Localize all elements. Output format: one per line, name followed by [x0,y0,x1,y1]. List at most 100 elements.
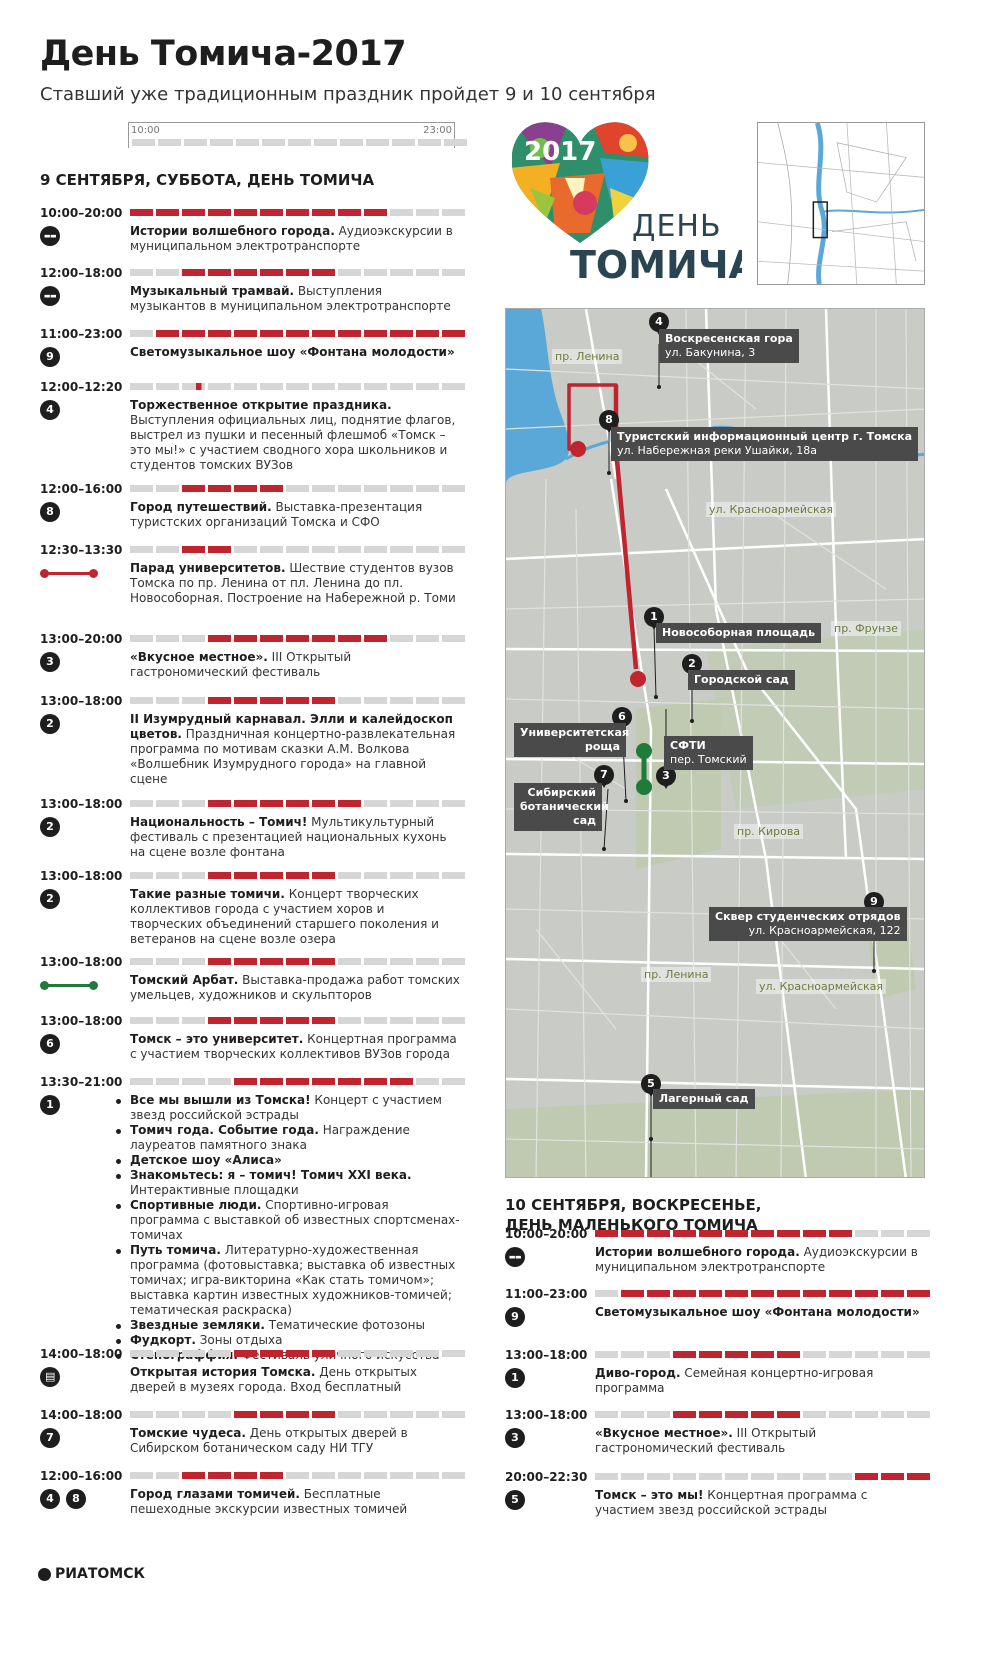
map-place-label: Сибирский ботанический сад [514,783,609,831]
event-time: 10:00–20:00 [505,1227,588,1241]
event-list-item: Томич года. Событие года. Награждение ла… [116,1123,460,1153]
event-description: Торжественное открытие праздника. Выступ… [130,398,456,472]
day1-title: 9 СЕНТЯБРЯ, СУББОТА, ДЕНЬ ТОМИЧА [40,171,375,189]
time-slot [416,958,439,965]
time-slot-active [777,1351,800,1358]
location-marker: 8 [40,502,60,522]
map-pin-3[interactable]: 3 [656,766,676,789]
time-slot-active [208,546,231,553]
time-slot-active [208,800,231,807]
event-description: Парад университетов. Шествие студентов в… [130,561,456,605]
event-icons: 8 [40,502,60,522]
event-description: Томск – это университет. Концертная прог… [130,1032,457,1061]
time-slot [364,269,387,276]
time-slot-active [390,330,413,337]
time-bar [130,872,465,879]
time-slot [442,1472,465,1479]
time-slot [364,958,387,965]
map-pin-1[interactable]: 1 [644,607,664,630]
logo-year: 2017 [524,137,596,167]
time-bar [130,1411,465,1418]
time-slot [260,383,283,390]
event-time: 13:00–18:00 [40,869,123,883]
time-slot-active [286,269,309,276]
event-list-item: Путь томича. Литературно-художественная … [116,1243,460,1318]
time-slot [803,1473,826,1480]
time-slot-active [699,1411,722,1418]
time-slot-active [234,800,257,807]
time-slot [312,1472,335,1479]
location-marker: 1 [505,1368,525,1388]
time-slot [156,383,179,390]
event-description: Город глазами томичей. Бесплатные пешехо… [130,1487,408,1516]
time-slot [156,958,179,965]
time-slot [130,546,153,553]
time-slot-active [260,958,283,965]
time-slot-active [234,1472,257,1479]
time-slot-active [595,1230,618,1237]
time-slot-active [312,1078,335,1085]
event-icons: 2 [40,714,60,734]
map-place-label: Университетская роща [514,723,629,757]
event-icons: ▬▬ [40,226,60,246]
time-slot-active [621,1230,644,1237]
map-pin-8[interactable]: 8 [599,410,619,433]
time-slot-active [208,872,231,879]
time-slot [130,1350,153,1357]
time-slot [182,697,205,704]
time-slot [416,697,439,704]
time-slot-active [312,1017,335,1024]
time-slot [314,139,337,146]
time-bar [130,1350,465,1357]
time-slot [130,1078,153,1085]
bus-icon: ▬▬ [40,286,60,306]
time-slot [647,1411,670,1418]
time-slot-active [881,1473,904,1480]
time-slot [416,1078,439,1085]
event-list-item: Детское шоу «Алиса» [116,1153,460,1168]
time-slot [182,958,205,965]
time-slot [390,209,413,216]
location-marker: 2 [40,889,60,909]
time-slot-active [673,1290,696,1297]
time-slot-active [907,1473,930,1480]
time-slot-active [673,1411,696,1418]
time-slot-active [234,872,257,879]
time-slot [647,1473,670,1480]
time-slot [234,546,257,553]
time-slot [158,139,181,146]
event-description: Город путешествий. Выставка-презентация … [130,500,423,529]
time-bar [130,635,465,642]
time-slot [907,1351,930,1358]
time-slot [208,383,231,390]
time-slot [182,800,205,807]
time-slot [621,1473,644,1480]
event-list-item: Фудкорт. Зоны отдыха [116,1333,460,1348]
time-slot-active [777,1290,800,1297]
time-slot [234,383,257,390]
time-slot [442,800,465,807]
time-slot-active [208,1472,231,1479]
time-slot [338,485,361,492]
time-slot [855,1411,878,1418]
event-icons: 1 [505,1368,525,1388]
time-slot [156,1350,179,1357]
event-time: 12:00–16:00 [40,1469,123,1483]
map-pin-7[interactable]: 7 [594,765,614,788]
time-slot [182,1350,205,1357]
time-slot [130,958,153,965]
time-slot-active [364,330,387,337]
event-list-item: Знакомьтесь: я – томич! Томич XXI века. … [116,1168,460,1198]
time-slot-active [829,1290,852,1297]
event-description: Томский Арбат. Выставка-продажа работ то… [130,973,460,1002]
time-slot [132,139,155,146]
time-slot [881,1230,904,1237]
time-slot [338,546,361,553]
time-slot [390,269,413,276]
time-slot-active [881,1290,904,1297]
time-slot-active [338,330,361,337]
time-slot-active [777,1411,800,1418]
time-slot [829,1351,852,1358]
event-icons: 9 [505,1307,525,1327]
